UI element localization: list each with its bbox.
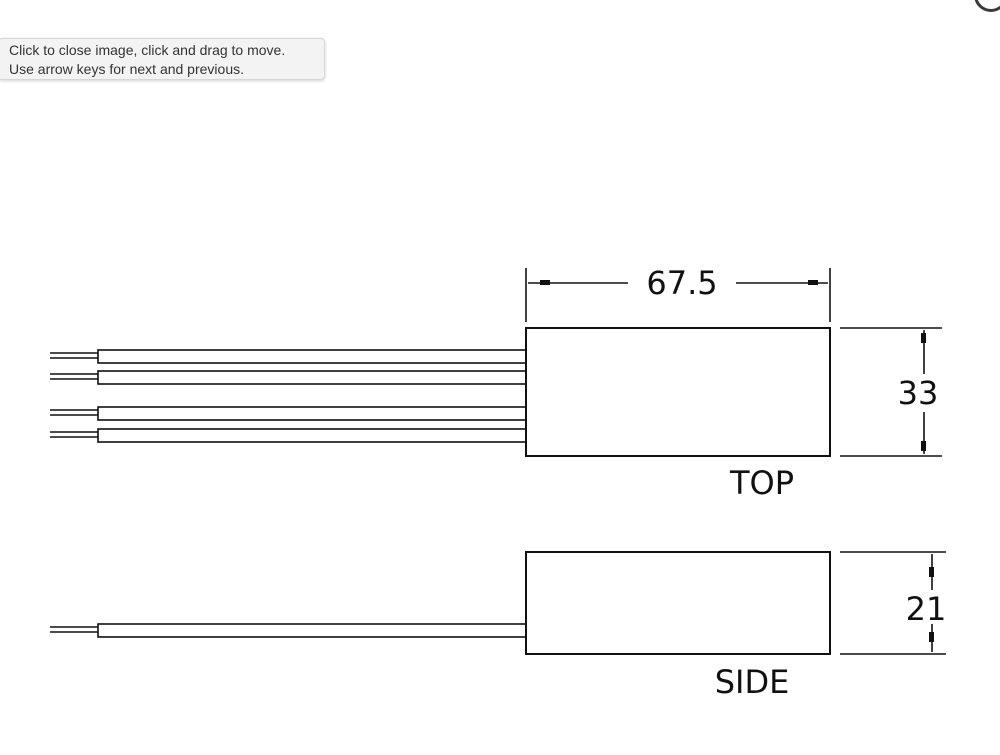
tooltip-line-2: Use arrow keys for next and previous. <box>9 61 244 77</box>
side-height-dimension <box>840 551 946 655</box>
side-view-label: SIDE <box>715 663 790 701</box>
side-view-wire <box>50 623 527 638</box>
width-dimension-label: 67.5 <box>646 264 717 302</box>
top-view-wire <box>50 370 527 385</box>
height-dimension-label: 33 <box>898 374 939 412</box>
side-height-dimension-label: 21 <box>906 590 947 628</box>
width-dimension <box>525 268 831 322</box>
top-view-wire <box>50 428 527 443</box>
side-view-body <box>525 551 831 655</box>
image-viewer-tooltip: Click to close image, click and drag to … <box>0 38 325 80</box>
top-view-body <box>525 327 831 457</box>
top-view-label: TOP <box>729 464 794 502</box>
top-view-wire <box>50 406 527 421</box>
top-view-wire <box>50 349 527 364</box>
tooltip-line-1: Click to close image, click and drag to … <box>9 42 286 58</box>
side-view <box>50 551 946 655</box>
height-dimension <box>840 327 942 457</box>
top-view <box>50 268 942 457</box>
